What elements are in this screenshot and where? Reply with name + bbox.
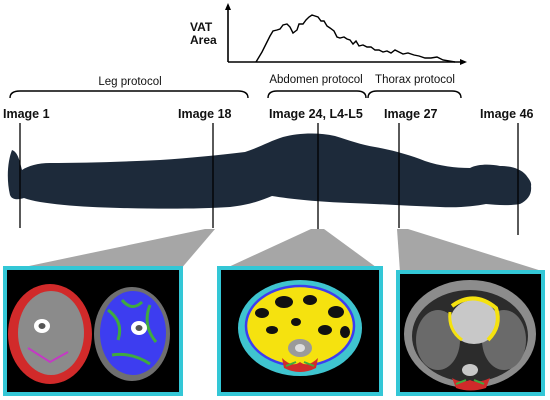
- vat-y-axis-arrow: [225, 3, 231, 10]
- left-femur-marrow: [38, 323, 46, 329]
- thorax-ct-panel: [396, 270, 545, 396]
- thoracic-vertebra: [462, 364, 478, 376]
- abdomen-protocol-label: Abdomen protocol: [269, 74, 362, 86]
- image-18-label: Image 18: [178, 107, 232, 121]
- right-femur-marrow: [135, 325, 143, 331]
- image-1-label: Image 1: [3, 107, 50, 121]
- abdomen-protocol-bracket: [267, 90, 367, 99]
- thoracic-paraspinal-muscle: [452, 378, 490, 391]
- vat-label-line1: VAT: [190, 20, 213, 34]
- image-24-label: Image 24, L4-L5: [269, 107, 363, 121]
- abdomen-ct-slice-icon: [238, 280, 362, 376]
- abdomen-connector-wedge: [222, 229, 380, 270]
- thigh-ct-slice-icon: [8, 284, 170, 384]
- spinal-canal: [295, 344, 305, 352]
- thorax-connector-wedge: [397, 229, 545, 272]
- image-46-label: Image 46: [480, 107, 534, 121]
- epicardial-fat: [448, 311, 463, 342]
- thigh-ct-panel: [3, 266, 183, 396]
- vat-label-line2: Area: [190, 33, 217, 47]
- vat-x-axis-arrow: [460, 59, 467, 65]
- body-silhouette: [7, 133, 532, 209]
- abdomen-ct-panel: [217, 266, 383, 396]
- paraspinal-muscle: [282, 358, 318, 372]
- right-thigh-muscle: [100, 291, 166, 375]
- right-thigh-intermuscular-fat: [107, 298, 158, 366]
- bowel-loops: [255, 295, 350, 338]
- thoracic-paraspinal-fat: [455, 379, 485, 385]
- leg-protocol-label: Leg protocol: [98, 76, 161, 88]
- left-thigh-fascia: [27, 347, 69, 364]
- vat-area-plot: VAT Area: [190, 3, 467, 65]
- leg-protocol-bracket: [9, 90, 249, 99]
- leg-connector-wedge: [10, 229, 215, 270]
- slice-markers: [19, 123, 519, 235]
- left-lung: [416, 310, 460, 370]
- thorax-protocol-bracket: [367, 90, 462, 99]
- heart: [450, 300, 498, 344]
- pericardial-fat: [450, 296, 500, 342]
- left-thigh-muscle: [18, 291, 84, 375]
- protocol-brackets: [9, 90, 462, 99]
- paraspinal-fat: [285, 361, 315, 367]
- abdomen-visceral-fat: [246, 286, 354, 366]
- vat-curve: [255, 14, 456, 63]
- thorax-protocol-label: Thorax protocol: [375, 74, 455, 86]
- thorax-ct-slice-icon: [404, 280, 536, 391]
- image-27-label: Image 27: [384, 107, 438, 121]
